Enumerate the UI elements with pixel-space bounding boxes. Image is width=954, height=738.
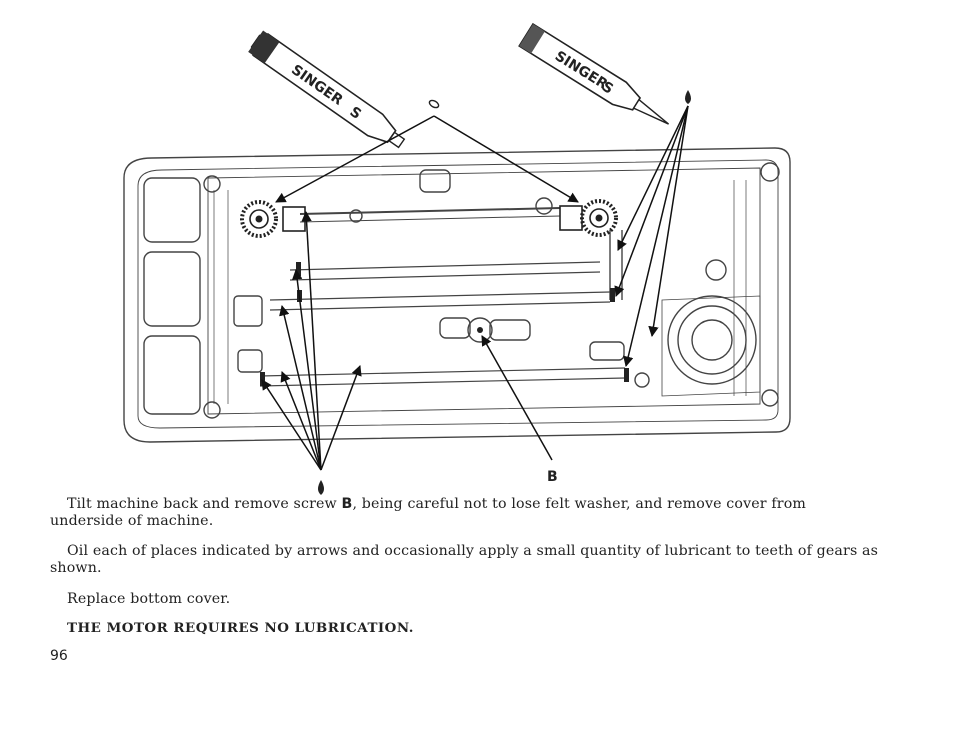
right-gear <box>559 199 618 237</box>
page-number: 96 <box>50 648 68 664</box>
screw-b-leader <box>481 335 553 461</box>
oil-drop-bottom-icon <box>318 480 324 495</box>
oil-can-icon: SINGER S <box>518 22 670 125</box>
screw-b-reference: B <box>341 496 353 512</box>
upper-oil-arrows <box>614 105 689 368</box>
lubricant-tube-icon: SINGER S <box>248 30 406 149</box>
gear-arrows <box>275 115 579 203</box>
instruction-paragraph-remove-cover: Tilt machine back and remove screw B, be… <box>50 496 880 530</box>
oil-drop-top-icon <box>685 90 691 104</box>
instruction-paragraph-oil: Oil each of places indicated by arrows a… <box>50 543 879 576</box>
machine-base-outline <box>123 147 791 443</box>
motor-note: THE MOTOR REQUIRES NO LUBRICATION. <box>67 620 414 636</box>
left-gear <box>240 200 306 238</box>
lower-oil-arrows <box>261 210 362 471</box>
p1-text-start: Tilt machine back and remove screw <box>67 496 342 512</box>
p1-text-end: , being careful not to lose felt washer,… <box>50 496 807 529</box>
lubrication-diagram: SINGER S SINGER S B <box>123 22 791 495</box>
screw-b-label: B <box>547 469 558 485</box>
lubricant-dab <box>428 99 440 109</box>
instruction-paragraph-replace: Replace bottom cover. <box>67 591 231 607</box>
